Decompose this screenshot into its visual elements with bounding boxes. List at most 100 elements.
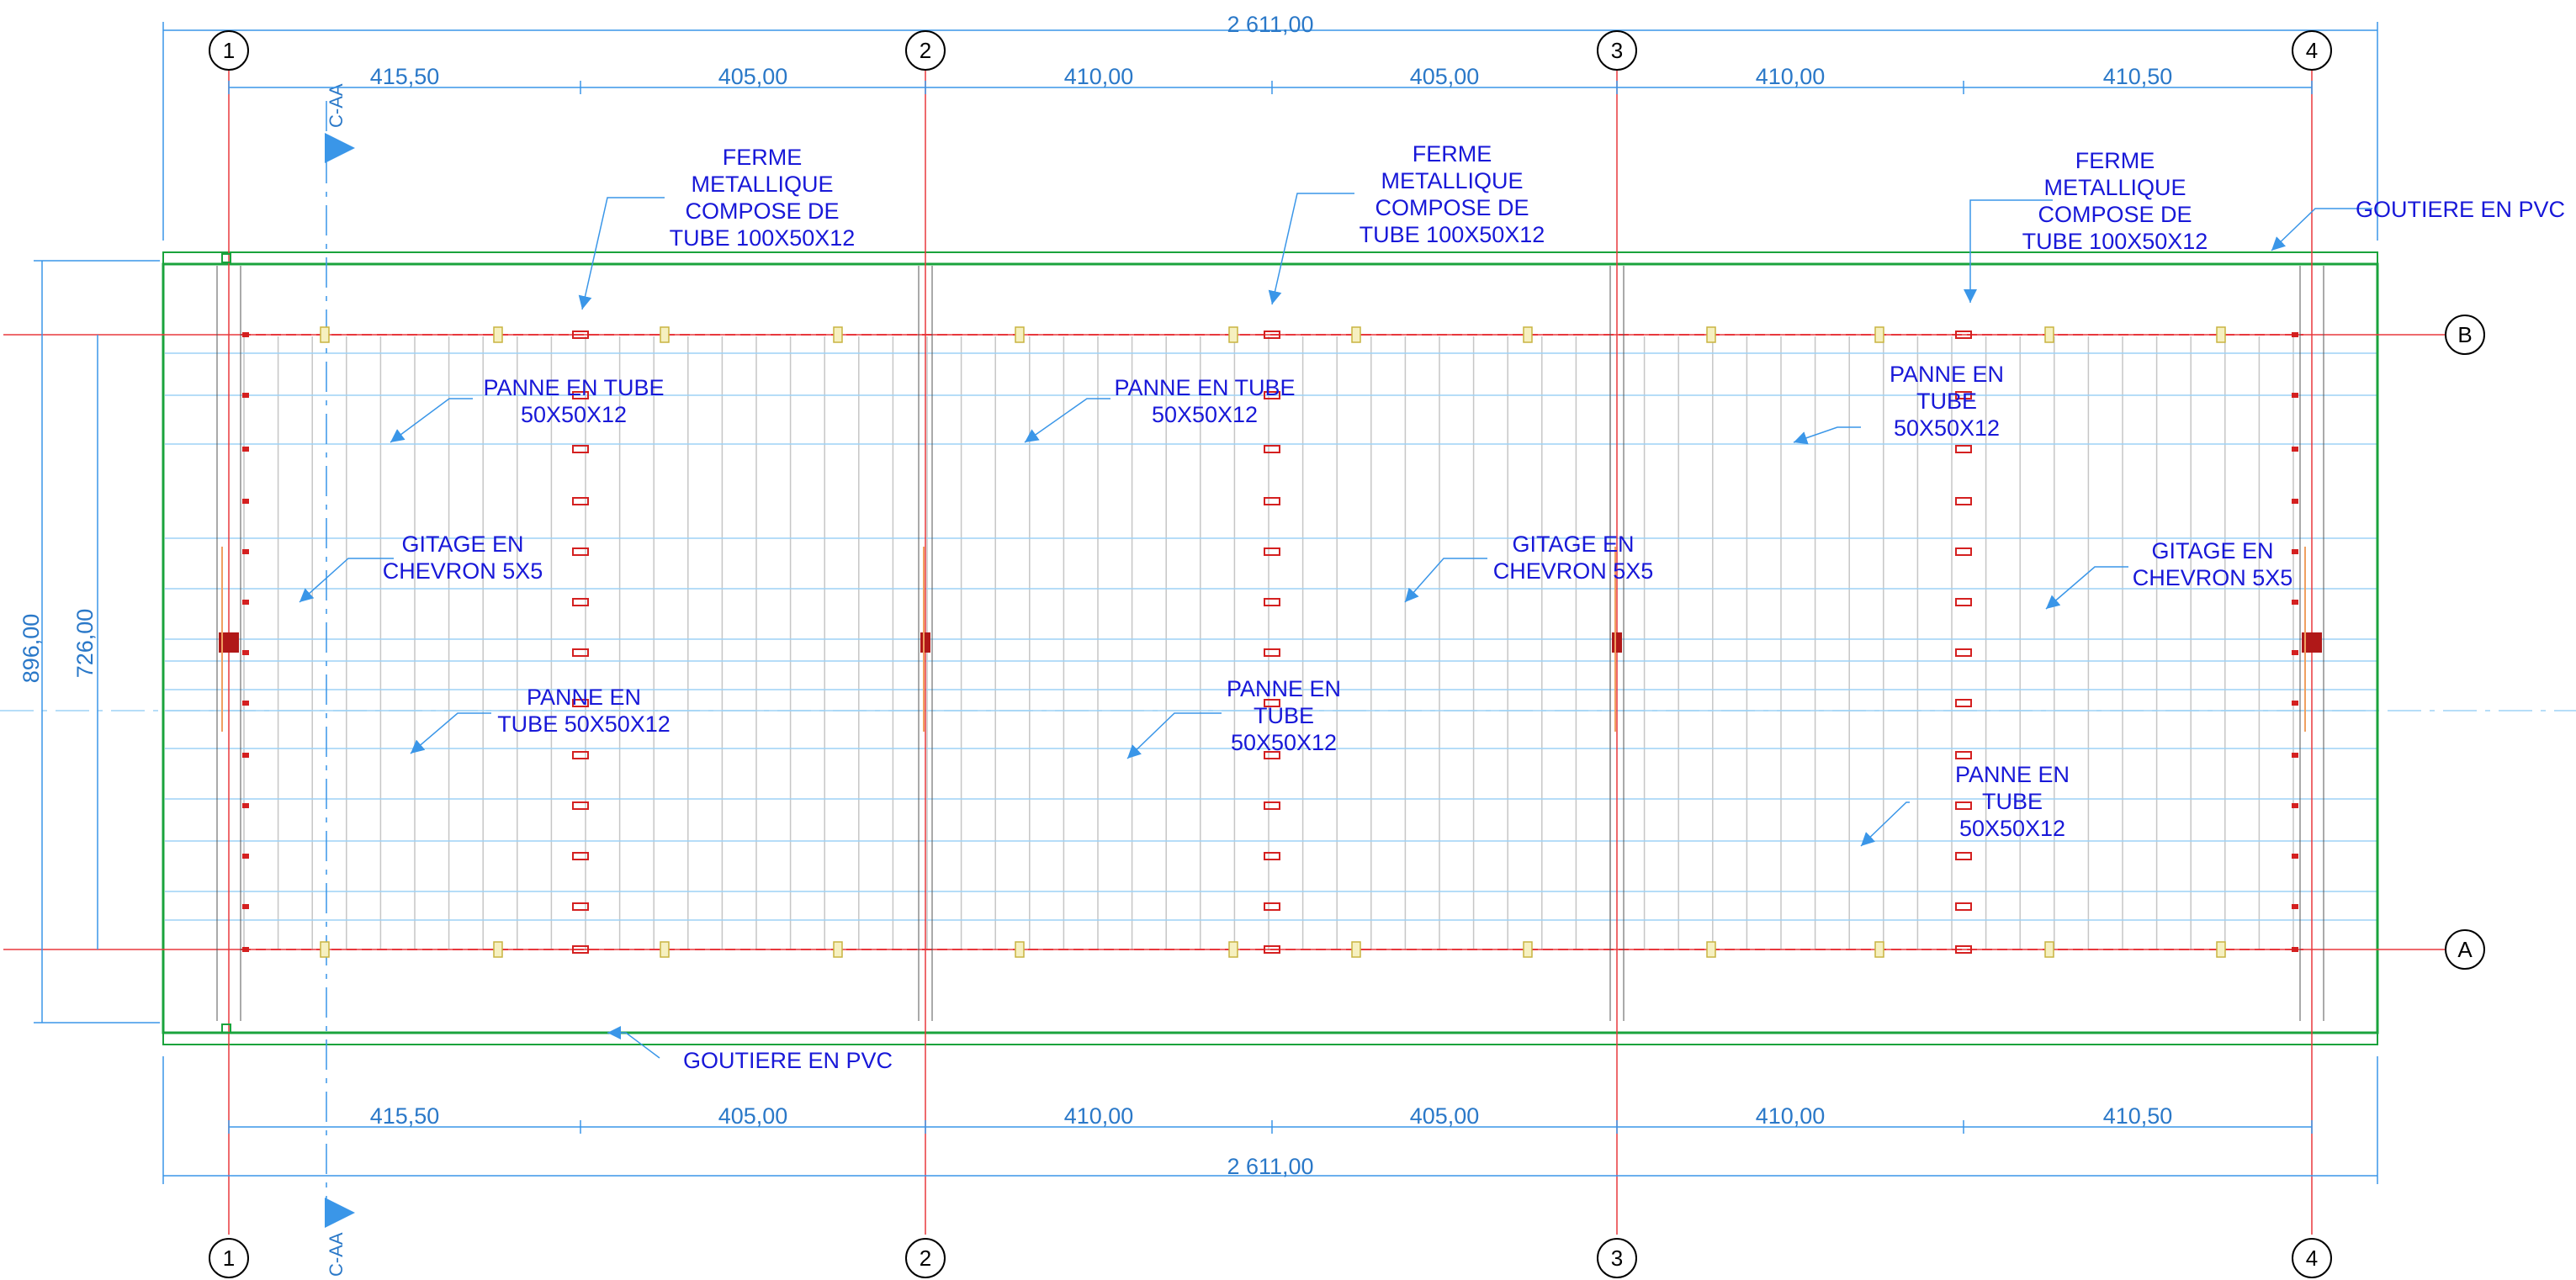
grid-bubble-label: B [2457, 322, 2472, 347]
cleat-marker [1351, 326, 1361, 343]
cleat-marker [320, 941, 330, 958]
truss-node [1955, 445, 1972, 453]
truss-node [2292, 753, 2298, 758]
annotation-line: TUBE [1982, 789, 2043, 814]
truss-node [2292, 447, 2298, 452]
truss-node [1955, 598, 1972, 606]
purlin-lines [165, 352, 2377, 921]
truss-node [242, 447, 249, 452]
truss-node [572, 497, 589, 505]
grid-bubble-label: 4 [2306, 38, 2318, 63]
truss-node [1955, 751, 1972, 759]
annotation-line: GOUTIERE EN PVC [2356, 197, 2565, 222]
grid-bubble-column [209, 30, 249, 71]
grid-bubble-label: 3 [1611, 38, 1623, 63]
bay-dimensions: 415,50415,50405,00405,00410,00410,00405,… [370, 64, 2173, 1129]
bay-dim-top: 415,50 [370, 64, 440, 89]
grid-bubble-row [2445, 929, 2485, 970]
cleat-marker [493, 941, 503, 958]
annotation-line: TUBE 100X50X12 [2022, 229, 2208, 254]
truss-node [2292, 701, 2298, 706]
truss-node [1264, 598, 1280, 606]
section-arrow-top [325, 133, 355, 163]
cleat-marker [833, 941, 843, 958]
dim-total-bottom: 2 611,00 [1227, 1154, 1313, 1179]
cleat-marker [1523, 326, 1533, 343]
truss-node [242, 600, 249, 605]
cleat-marker [1874, 326, 1884, 343]
truss-node [242, 549, 249, 554]
truss-node [242, 947, 249, 952]
cleat-marker [493, 326, 503, 343]
truss-node [1264, 445, 1280, 453]
grid-bubble-row [2445, 315, 2485, 355]
cleat-marker [1228, 326, 1238, 343]
grid-bubble-column [905, 1238, 946, 1278]
cleat-marker [833, 326, 843, 343]
annotation-line: TUBE [1916, 389, 1977, 414]
truss-node [1955, 547, 1972, 556]
truss-node [572, 598, 589, 606]
truss-node [242, 650, 249, 655]
section-arrow-bottom [325, 1198, 355, 1228]
annotation-line: GITAGE EN [1512, 532, 1634, 557]
truss-node [1955, 945, 1972, 954]
grid-bubble-column [1597, 30, 1637, 71]
truss-node [242, 701, 249, 706]
cleat-marker [320, 326, 330, 343]
grid-bubble-label: 2 [920, 1246, 931, 1271]
grid-bubble-column [2292, 30, 2332, 71]
truss-node [1264, 945, 1280, 954]
annotation-line: TUBE 50X50X12 [497, 711, 671, 737]
section-label-bottom: C-AA [326, 1232, 347, 1277]
annotation-line: PANNE EN [1227, 676, 1341, 701]
bay-dim-top: 410,00 [1756, 64, 1826, 89]
truss-node [2292, 904, 2298, 909]
bay-dim-bottom: 410,50 [2103, 1103, 2173, 1129]
truss-node [2292, 600, 2298, 605]
bay-dim-top: 405,00 [1410, 64, 1480, 89]
annotation-line: COMPOSE DE [685, 198, 839, 224]
annotation-leaders [299, 193, 2372, 1059]
bay-dim-bottom: 405,00 [718, 1103, 788, 1129]
cleat-marker [2044, 326, 2054, 343]
truss-node [1264, 648, 1280, 657]
annotation-line: GITAGE EN [401, 532, 523, 557]
cleat-marker [1874, 941, 1884, 958]
truss-node [242, 904, 249, 909]
truss-node [572, 445, 589, 453]
cleat-marker [1706, 941, 1716, 958]
truss-node [1955, 497, 1972, 505]
post-connection [920, 632, 930, 653]
annotation-line: PANNE EN [1955, 762, 2070, 787]
annotation-line: 50X50X12 [1959, 816, 2065, 841]
truss-node [2292, 947, 2298, 952]
grid-bubble-column [1597, 1238, 1637, 1278]
truss-node [1264, 699, 1280, 707]
truss-node [242, 332, 249, 337]
truss-node [1955, 902, 1972, 911]
annotation-line: CHEVRON 5X5 [383, 558, 543, 584]
bay-dim-bottom: 415,50 [370, 1103, 440, 1129]
annotation-line: FERME [723, 145, 803, 170]
truss-node [572, 751, 589, 759]
annotation-line: COMPOSE DE [2038, 202, 2192, 227]
truss-node [572, 945, 589, 954]
cleat-marker [1351, 941, 1361, 958]
truss-node [1955, 648, 1972, 657]
bay-dim-top: 405,00 [718, 64, 788, 89]
corner-mark [221, 253, 231, 263]
annotation-line: CHEVRON 5X5 [1493, 558, 1654, 584]
annotation-line: 50X50X12 [1152, 402, 1258, 427]
annotation-line: METALLIQUE [2043, 175, 2186, 200]
